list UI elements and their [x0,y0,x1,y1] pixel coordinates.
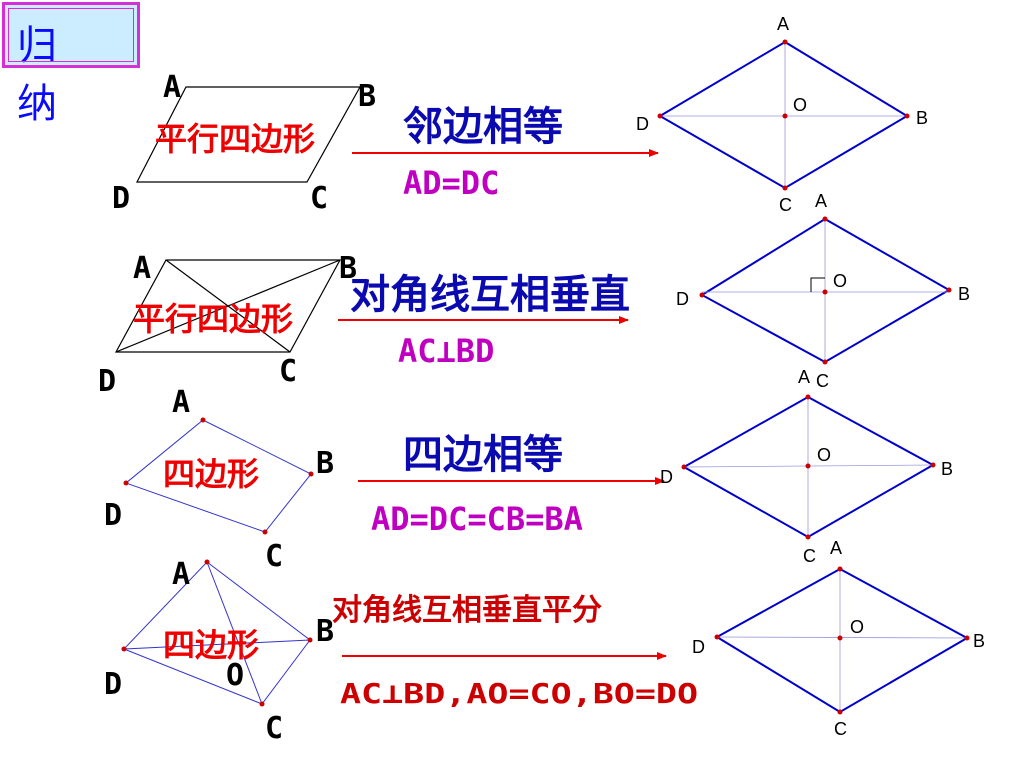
row3-left-label-B: B [316,446,334,481]
row3-formula: AD=DC=CB=BA [371,500,583,538]
rhombus1-point-B [904,113,910,119]
rhombus1-point-D [657,113,663,119]
row4-left-label-D: D [104,667,122,702]
quad4-point-C [259,701,265,707]
row4-formula: AC⊥BD,AO=CO,BO=DO [340,677,698,710]
quad3-point-C [262,529,268,535]
rhombus2-point-C [822,359,828,365]
row4-right-label-A: A [830,538,842,558]
row3-left-label-A: A [172,385,190,420]
quad4-point-B [307,637,313,643]
rhombus2-point-D [699,292,705,298]
row3-right-label-D: D [660,467,673,487]
row-4: A B C D O 四边形 对角线互相垂直平分 AC⊥BD,AO=CO,BO=D… [104,538,985,746]
row2-left-label-B: B [339,251,357,286]
row3-right-label-B: B [941,459,953,479]
row4-left-label-A: A [172,557,190,592]
quad3-point-D [123,480,129,486]
row3-condition: 四边相等 [403,432,563,478]
parallelogram-1 [136,86,362,183]
row2-left-label-A: A [133,251,151,286]
rhombus1-point-O [782,113,788,119]
row1-right-label-O: O [793,95,807,115]
row1-formula: AD=DC [403,164,499,202]
rhombus1-point-C [782,185,788,191]
row4-right-label-B: B [973,631,985,651]
row1-left-label-D: D [112,181,130,216]
row1-right-label-D: D [636,114,649,134]
row2-right-label-A: A [815,191,827,211]
row2-condition: 对角线互相垂直 [350,272,630,318]
row2-right-label-O: O [833,271,847,291]
row3-right-label-A: A [798,367,810,387]
row4-condition: 对角线互相垂直平分 [332,593,602,628]
row-3: A B C D 四边形 四边相等 AD=DC=CB=BA A B C D O [104,367,953,574]
rhombus3-point-O [805,463,811,469]
rhombus3-point-A [805,394,811,400]
rhombus4-point-B [964,635,970,641]
row3-figure-label: 四边形 [163,455,259,493]
title-box: 归 纳 [2,2,140,127]
row4-left-label-O: O [226,658,244,693]
row4-left-label-C: C [265,711,283,746]
row1-left-label-B: B [358,79,376,114]
row2-left-label-D: D [98,364,116,399]
row1-right-label-A: A [777,14,789,34]
rhombus1-point-A [782,39,788,45]
row3-right-label-C: C [803,546,816,566]
row4-right-label-O: O [850,617,864,637]
row-1: A B C D 平行四边形 邻边相等 AD=DC A B C D O [112,14,928,216]
row4-figure-label: 四边形 [163,626,259,664]
row2-formula: AC⊥BD [398,332,494,370]
rhombus3-point-D [681,464,687,470]
rhombus4-point-C [837,709,843,715]
rhombus-4 [715,567,970,714]
row1-condition: 邻边相等 [403,104,563,150]
quad4-diagonal-bd [123,639,311,650]
quad3-point-B [308,471,314,477]
row1-figure-label: 平行四边形 [155,120,315,158]
quad3-point-A [200,417,206,423]
row-2: A B C D 平行四边形 对角线互相垂直 AC⊥BD A B C D O [98,191,970,399]
rhombus4-point-A [837,566,843,572]
row2-right-label-D: D [676,289,689,309]
row4-left-label-B: B [316,614,334,649]
row1-right-label-B: B [916,108,928,128]
row1-right-label-C: C [779,195,792,215]
rhombus4-point-O [837,635,843,641]
quad4-point-D [121,646,127,652]
row1-left-label-C: C [310,181,328,216]
row1-left-label-A: A [163,70,181,105]
row3-left-label-D: D [104,498,122,533]
row2-figure-label: 平行四边形 [133,300,293,338]
row3-left-label-C: C [265,539,283,574]
rhombus2-right-angle-mark [810,277,825,292]
row3-right-label-O: O [817,445,831,465]
row2-right-label-B: B [958,284,970,304]
rhombus2-point-B [946,287,952,293]
quad4-diagonal-ac [206,561,263,705]
rhombus4-point-D [714,634,720,640]
row4-right-label-C: C [834,719,847,739]
row2-left-label-C: C [279,354,297,389]
parallelogram2-diagonal-bd [115,259,341,353]
row4-right-label-D: D [692,637,705,657]
rhombus2-point-A [822,216,828,222]
rhombus3-point-C [805,534,811,540]
rhombus3-point-B [930,462,936,468]
rhombus2-point-O [822,289,828,295]
quad4-point-A [204,559,210,565]
row2-right-label-C: C [816,371,829,391]
